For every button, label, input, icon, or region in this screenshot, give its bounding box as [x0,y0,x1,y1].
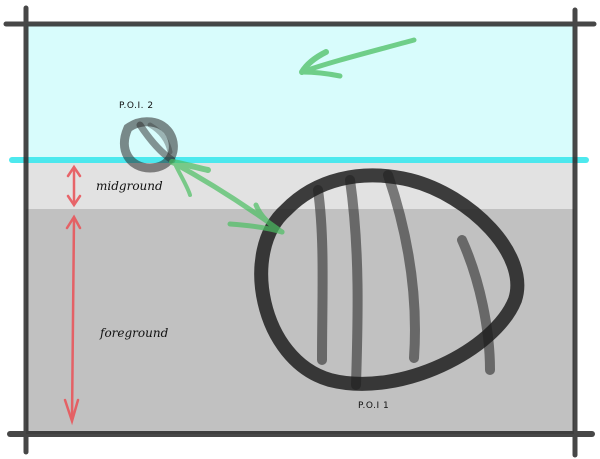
frame [3,5,597,458]
foreground-label: foreground [100,326,169,340]
midground-label: midground [96,179,163,193]
foreground-extent-arrow [63,214,82,426]
sky-arrow [299,37,417,79]
poi-2-marker [119,117,178,173]
poi-2-label: P.O.I. 2 [119,101,154,111]
midground-extent-arrow [66,164,82,208]
poi2-to-poi1-arrow [169,159,285,235]
poi-1-label: P.O.I 1 [358,401,390,411]
sky-region [26,24,574,160]
poi-1-marker [254,168,525,391]
